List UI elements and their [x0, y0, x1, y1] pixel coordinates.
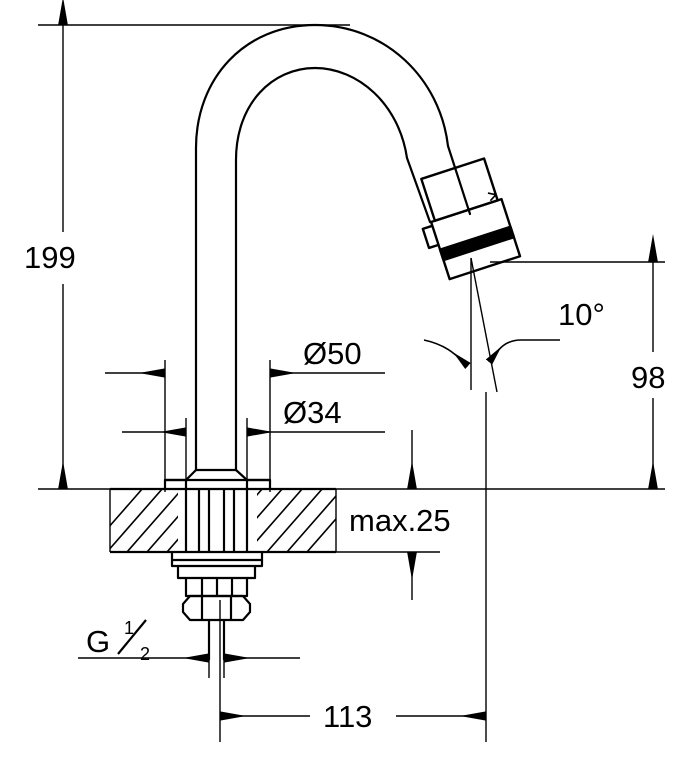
aerator-lower-body [429, 197, 516, 262]
dim-max25-label: max.25 [349, 503, 451, 538]
dim-g-numerator: 1 [124, 618, 134, 638]
dimension-d50 [105, 360, 385, 492]
dim-g-half-label-group: G 1 2 [86, 618, 150, 664]
dimension-113 [219, 392, 487, 742]
dim-angle-10-label: 10° [558, 297, 605, 332]
dim-g-letter: G [86, 624, 110, 659]
angle-leader-right [485, 339, 560, 365]
angle-leader-left [423, 339, 471, 370]
dimension-98 [490, 234, 665, 489]
faucet-body-geometry [163, 23, 472, 491]
dim-d34-label: Ø34 [283, 395, 342, 430]
aerator-notch-mark [487, 192, 497, 202]
faucet-shank [184, 489, 249, 552]
aerator-band [438, 225, 515, 260]
dimension-d34 [122, 418, 385, 492]
shank-cutout-mask [178, 488, 257, 554]
spout-outer-right-wall [446, 144, 472, 216]
aerator-side-tab [421, 224, 439, 250]
dim-199-label: 199 [24, 240, 76, 275]
aerator-outlet-face [441, 234, 522, 281]
dim-98-label: 98 [631, 360, 665, 395]
dimension-199 [38, 0, 350, 489]
angle-tilted-jet-line [470, 257, 498, 393]
dim-d50-label: Ø50 [303, 336, 362, 371]
base-flange-right [245, 478, 272, 491]
aerator-assembly [420, 157, 522, 281]
hex-nut-outline [181, 594, 252, 622]
spout-inner-right-wall [405, 156, 432, 224]
base-flange [163, 478, 188, 491]
dimension-max25 [336, 430, 440, 600]
dim-113-label: 113 [323, 699, 372, 734]
mounting-spacer [176, 566, 257, 580]
dim-g-fraction-bar [117, 619, 147, 655]
spout-outer-arc [194, 23, 450, 150]
dimension-angle-10 [423, 257, 560, 393]
dimension-thread-g-half [78, 620, 300, 678]
dim-g-denominator: 2 [140, 644, 150, 664]
spout-inner-arc [234, 66, 409, 162]
aerator-upper-collar [420, 157, 499, 222]
